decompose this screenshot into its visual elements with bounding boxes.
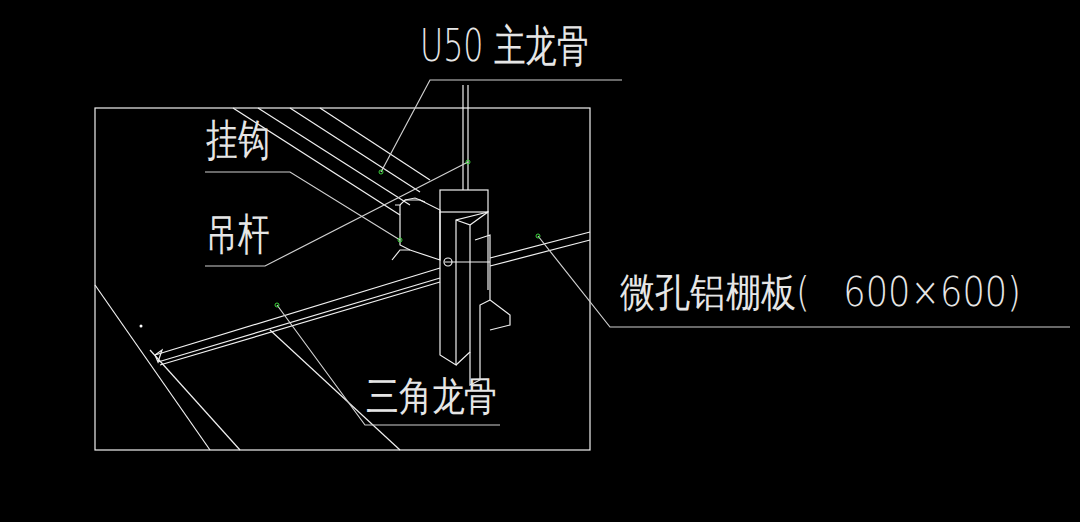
leader-line bbox=[277, 305, 500, 425]
part-label: 吊杆 bbox=[206, 212, 269, 256]
part-label: 三角龙骨 bbox=[366, 376, 497, 416]
part-label: U50 主龙骨 bbox=[420, 24, 589, 68]
detail-frame bbox=[95, 108, 590, 450]
part-label: 微孔铝棚板( 600×600) bbox=[620, 272, 1021, 312]
leader-line bbox=[381, 80, 622, 172]
part-label: 挂钩 bbox=[206, 118, 269, 162]
leader-line bbox=[205, 162, 468, 266]
leader-line bbox=[538, 236, 1070, 327]
